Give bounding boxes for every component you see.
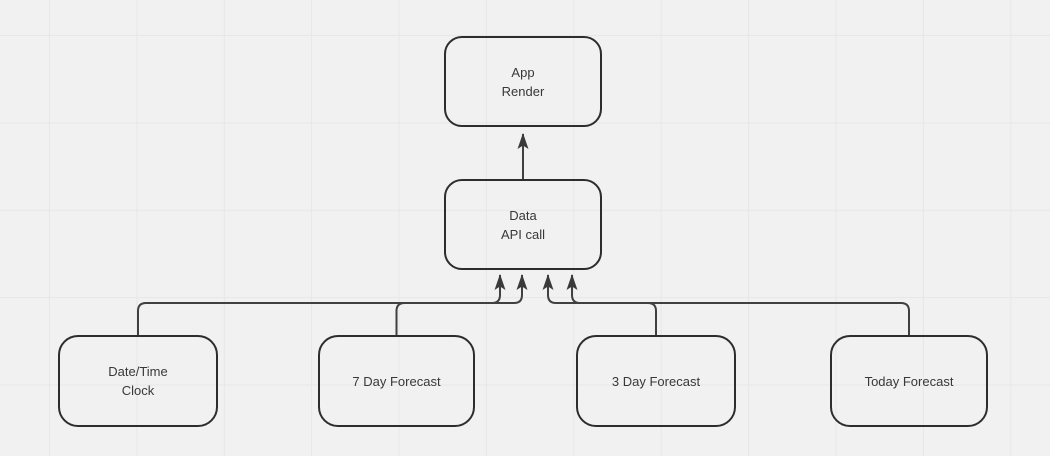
edge-three-day-forecast-to-data-api-call[interactable] (542, 274, 657, 335)
node-app-render[interactable]: App Render (444, 36, 602, 127)
node-app-render-label: App Render (501, 64, 545, 99)
edge-today-forecast-to-data-api-call[interactable] (566, 274, 910, 335)
node-date-time-clock-label: Date/Time Clock (108, 364, 168, 398)
node-data-api-call-label: Data API call (500, 207, 546, 242)
node-date-time-clock[interactable]: Date/Time Clock (58, 335, 218, 427)
node-seven-day-forecast[interactable]: 7 Day Forecast (318, 335, 475, 427)
edge-seven-day-forecast-to-data-api-call[interactable] (395, 274, 528, 335)
edge-date-time-clock-to-data-api-call[interactable] (137, 274, 506, 335)
node-three-day-forecast[interactable]: 3 Day Forecast (576, 335, 736, 427)
node-today-forecast[interactable]: Today Forecast (830, 335, 988, 427)
node-data-api-call[interactable]: Data API call (444, 179, 602, 270)
node-three-day-forecast-label: 3 Day Forecast (611, 373, 701, 389)
node-seven-day-forecast-label: 7 Day Forecast (352, 373, 441, 389)
node-today-forecast-label: Today Forecast (864, 373, 954, 389)
